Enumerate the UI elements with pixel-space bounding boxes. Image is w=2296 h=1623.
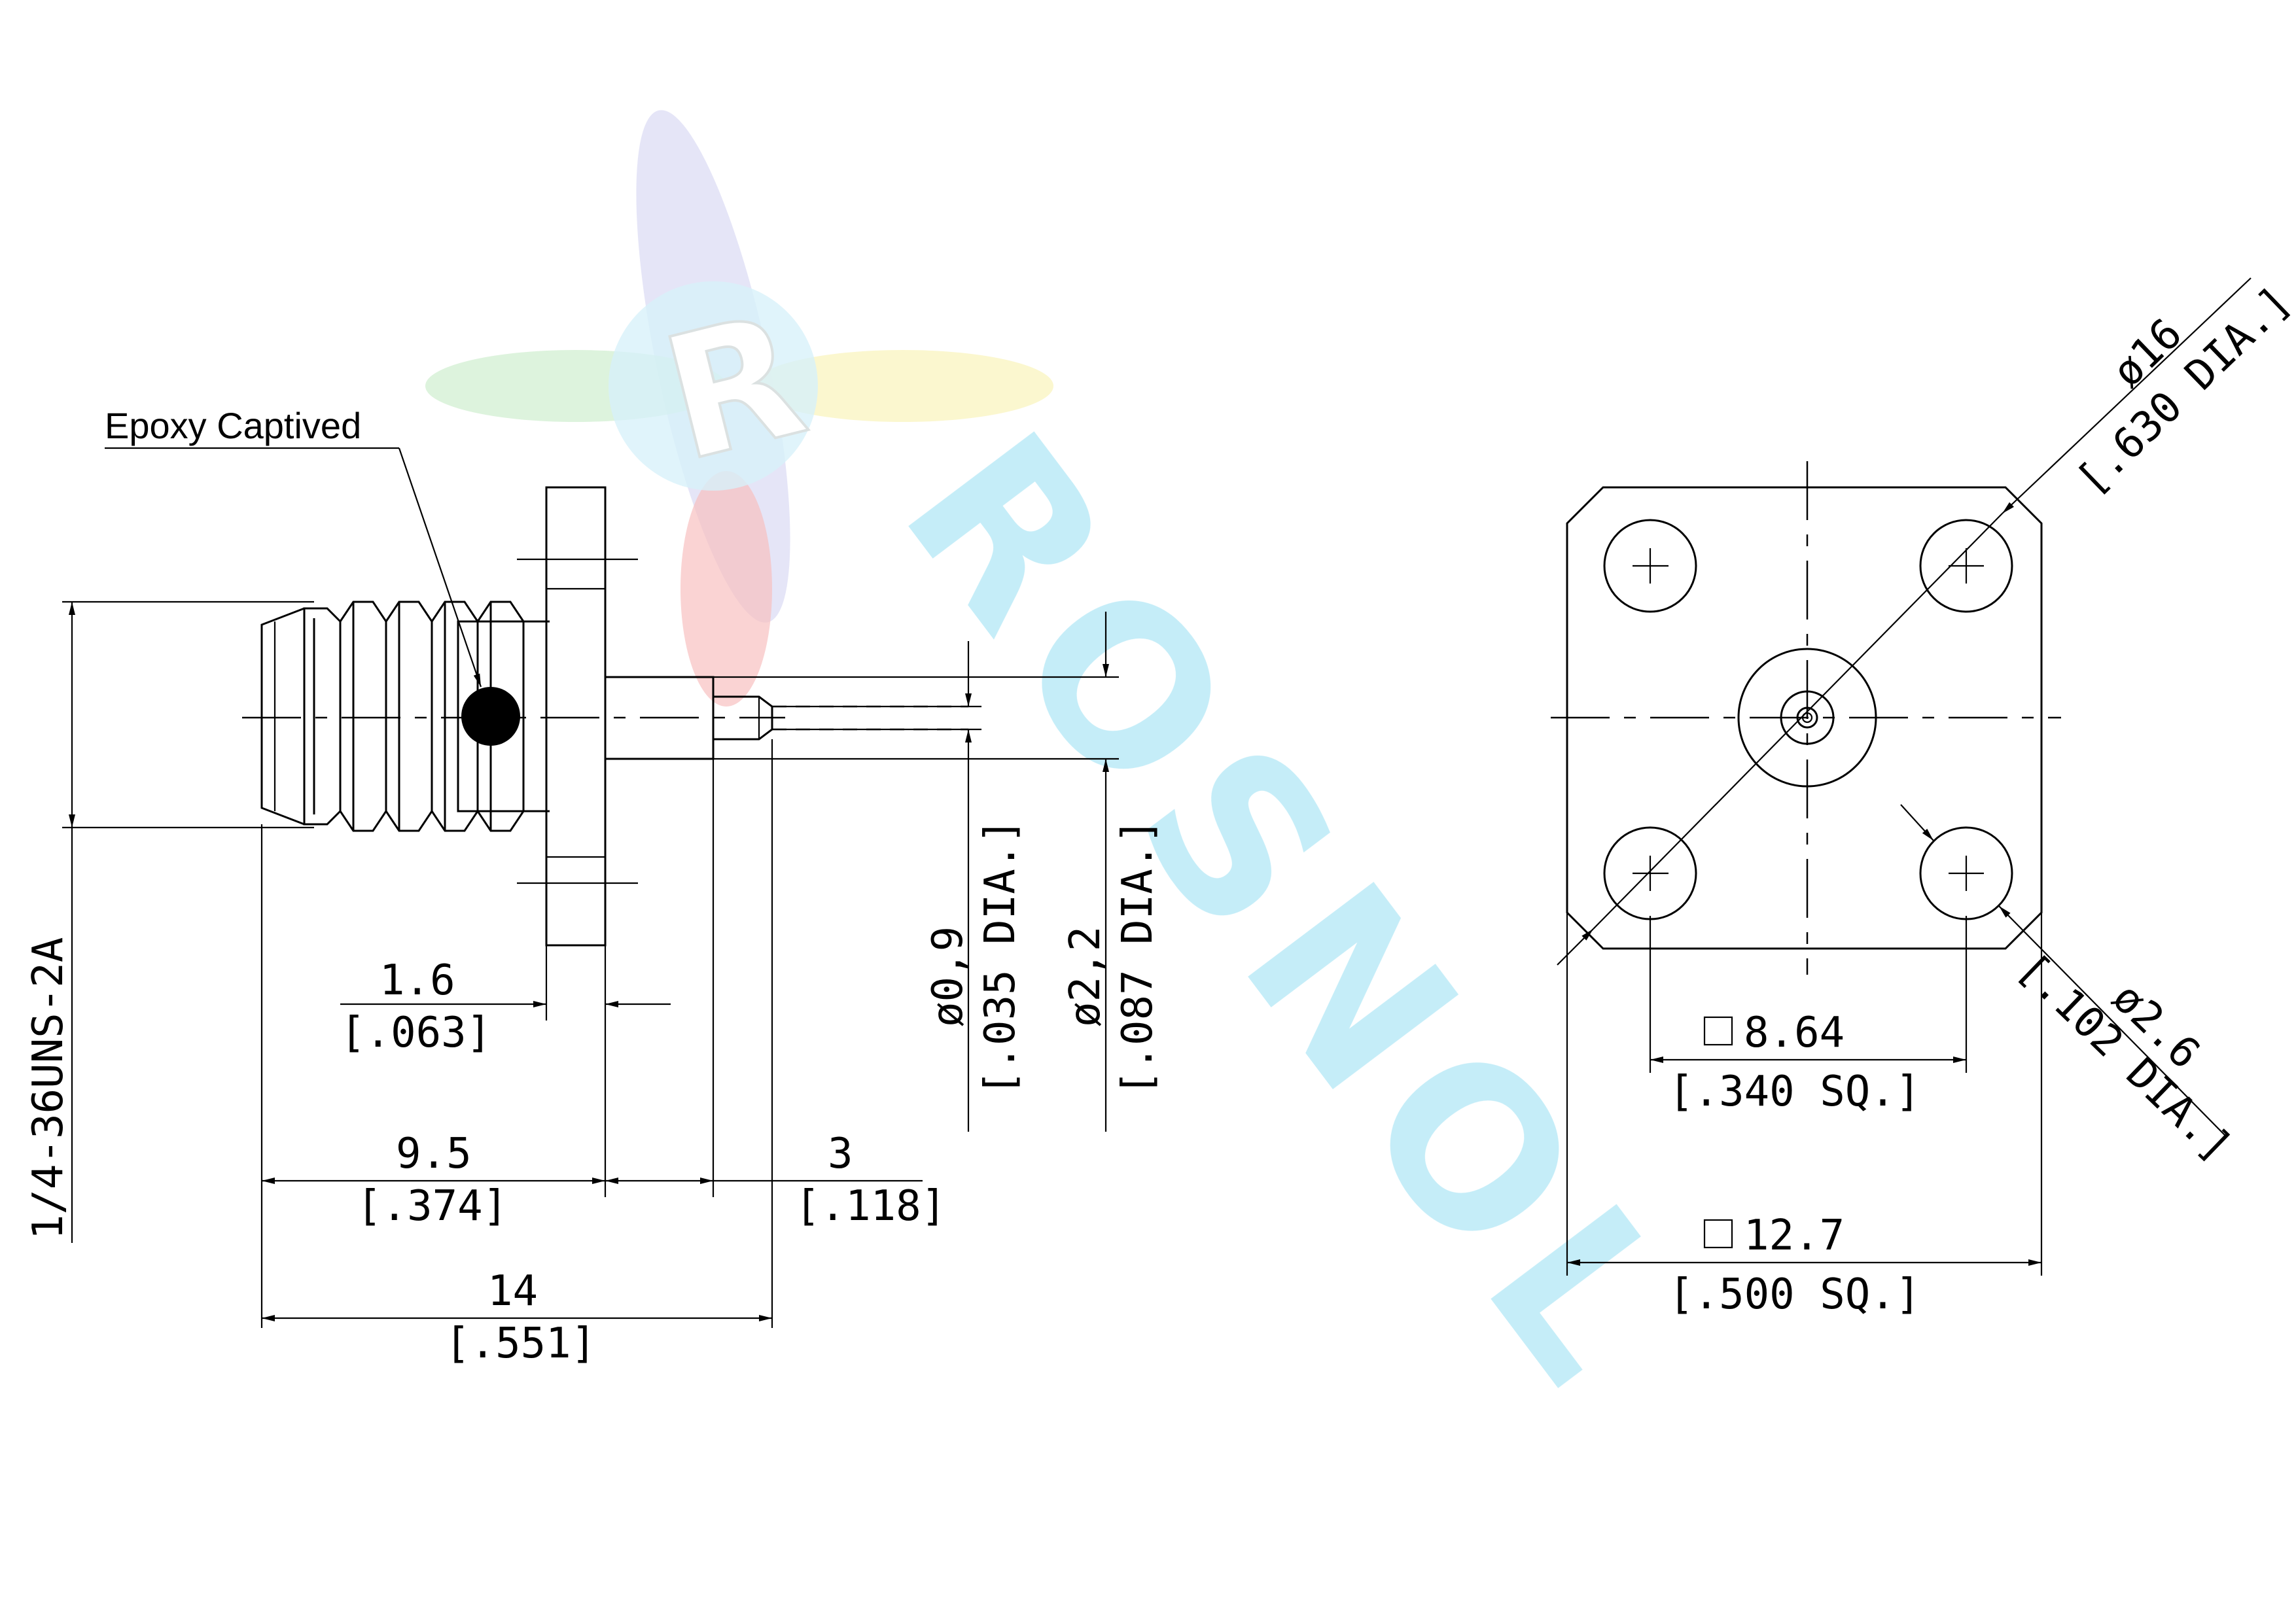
dim-hole-dia-in: [.102 DIA.]	[2008, 944, 2241, 1172]
body-neck	[522, 620, 548, 812]
logo-petal-violet	[636, 110, 790, 623]
epoxy-label: Epoxy Captived	[105, 405, 361, 446]
dim-overall-length-in: [.551]	[445, 1319, 596, 1368]
side-view: Epoxy Captived 1/4-36UNS-2A 1.6 [.063] 9…	[24, 405, 1162, 1368]
dim-body-length-mm: 9.5	[396, 1130, 472, 1178]
dim-flange-thickness-in: [.063]	[340, 1009, 491, 1057]
logo-petal-green	[425, 350, 726, 422]
dim-pin-length-mm: 3	[828, 1130, 853, 1178]
dim-dielectric-dia-in: [.087 DIA.]	[1114, 818, 1162, 1096]
dim-hole-spacing-mm: 8.64	[1744, 1009, 1845, 1057]
thread-spec-label: 1/4-36UNS-2A	[24, 937, 73, 1240]
front-view: ø16 [.630 DIA.] ø2.6 [.102 DIA.] 8.64 [.…	[1551, 277, 2296, 1319]
flange	[545, 486, 607, 947]
dim-hole-spacing-in: [.340 SQ.]	[1669, 1068, 1920, 1116]
logo-globe	[609, 281, 818, 491]
logo-petal-red	[680, 471, 772, 707]
dim-dielectric-dia-mm: ø2,2	[1061, 926, 1110, 1027]
epoxy-dot	[461, 687, 520, 746]
square-symbol-2	[1703, 1219, 1733, 1249]
mount-hole-tl	[1603, 519, 1697, 613]
dim-flange-size-in: [.500 SQ.]	[1669, 1270, 1920, 1319]
dim-overall-length-mm: 14	[487, 1267, 538, 1316]
dim-body-length-in: [.374]	[357, 1182, 508, 1230]
dim-bolt-circle-in: [.630 DIA.]	[2068, 277, 2296, 505]
dim-pin-length-in: [.118]	[795, 1182, 946, 1230]
dim-pin-dia-mm: ø0,9	[924, 926, 972, 1027]
dim-pin-dia-in: [.035 DIA.]	[976, 818, 1025, 1096]
dim-flange-thickness-mm: 1.6	[380, 956, 455, 1005]
square-symbol	[1703, 1016, 1733, 1046]
logo-petal-yellow	[752, 350, 1053, 422]
mount-hole-tr	[1919, 519, 2013, 613]
dim-flange-size-mm: 12.7	[1744, 1212, 1845, 1260]
